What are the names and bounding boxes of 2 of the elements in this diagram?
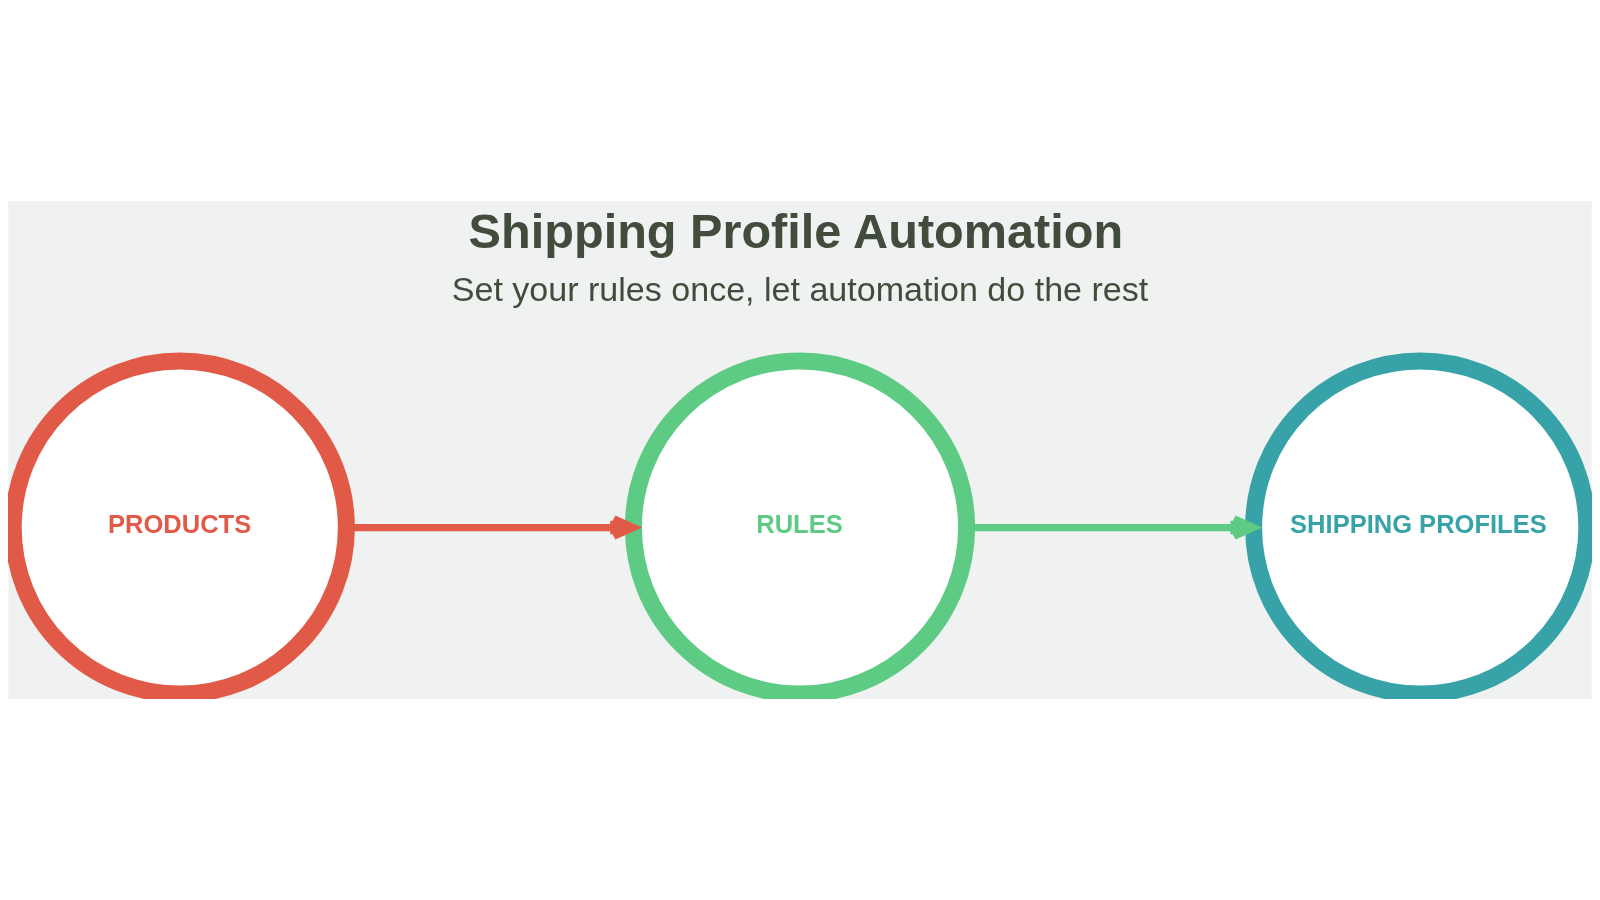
diagram-title: Shipping Profile Automation bbox=[468, 204, 1124, 259]
label: Set your rules once, let automation do the rest bbox=[451, 270, 1149, 309]
